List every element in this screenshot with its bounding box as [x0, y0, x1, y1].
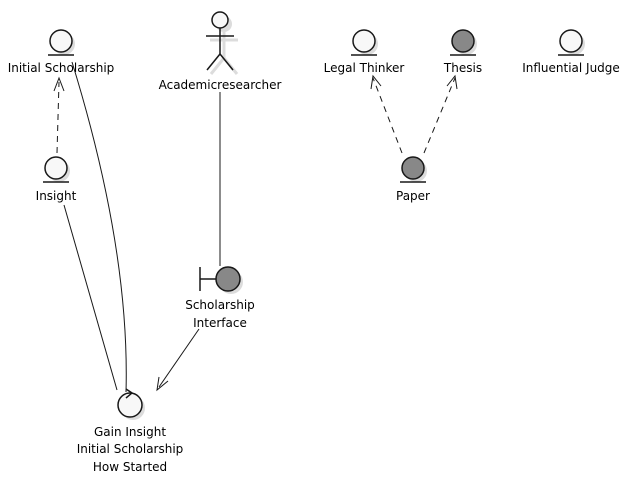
edge-insight-to-initial-scholarship	[53, 76, 65, 154]
edge-paper-to-thesis	[423, 74, 458, 154]
gain-insight-label-line3: How Started	[93, 460, 167, 474]
entity-icon	[401, 156, 425, 180]
gain-insight-label-line1: Gain Insight	[94, 425, 166, 439]
entity-icon	[44, 156, 68, 180]
legal-thinker-label: Legal Thinker	[324, 61, 405, 75]
edge-scholarship-interface-to-gain-insight	[156, 328, 200, 392]
control-gain-insight[interactable]: Gain Insight Initial Scholarship How Sta…	[77, 388, 184, 474]
academicresearcher-label: Academicresearcher	[159, 78, 282, 92]
paper-label: Paper	[396, 189, 430, 203]
scholarship-interface-label-line2: Interface	[193, 316, 247, 330]
entity-icon	[352, 29, 376, 53]
entity-icon	[49, 29, 73, 53]
entity-influential-judge[interactable]: Influential Judge	[522, 29, 620, 75]
entity-initial-scholarship[interactable]: Initial Scholarship	[8, 29, 115, 75]
edge-paper-to-legal-thinker	[370, 74, 403, 154]
gain-insight-label-line2: Initial Scholarship	[77, 442, 184, 456]
initial-scholarship-label: Initial Scholarship	[8, 61, 115, 75]
control-icon	[117, 388, 143, 418]
edge-gain-insight-to-initial-scholarship	[71, 61, 127, 393]
influential-judge-label: Influential Judge	[522, 61, 620, 75]
boundary-icon	[199, 266, 241, 292]
entity-insight[interactable]: Insight	[36, 156, 77, 203]
entity-thesis[interactable]: Thesis	[443, 29, 482, 75]
entity-legal-thinker[interactable]: Legal Thinker	[324, 29, 405, 75]
entity-paper[interactable]: Paper	[396, 156, 430, 203]
insight-label: Insight	[36, 189, 77, 203]
entity-icon	[451, 29, 475, 53]
actor-academicresearcher[interactable]: Academicresearcher	[159, 11, 282, 92]
thesis-label: Thesis	[443, 61, 482, 75]
boundary-scholarship-interface[interactable]: Scholarship Interface	[185, 266, 255, 330]
entity-icon	[559, 29, 583, 53]
scholarship-interface-label-line1: Scholarship	[185, 298, 255, 312]
edge-gain-insight-to-insight	[63, 204, 118, 391]
actor-icon	[206, 11, 234, 71]
